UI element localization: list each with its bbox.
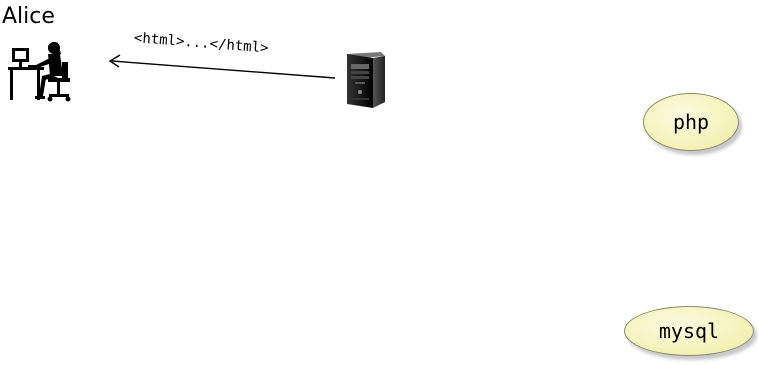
php-node: php xyxy=(643,93,739,151)
message-label: <html>...</html> xyxy=(133,30,270,57)
mysql-node: mysql xyxy=(624,306,754,356)
php-node-label: php xyxy=(672,110,710,134)
person-at-desk-icon xyxy=(8,42,71,102)
mysql-node-label: mysql xyxy=(658,319,720,343)
server-tower-icon xyxy=(347,52,385,108)
actor-name-label: Alice xyxy=(2,4,55,29)
